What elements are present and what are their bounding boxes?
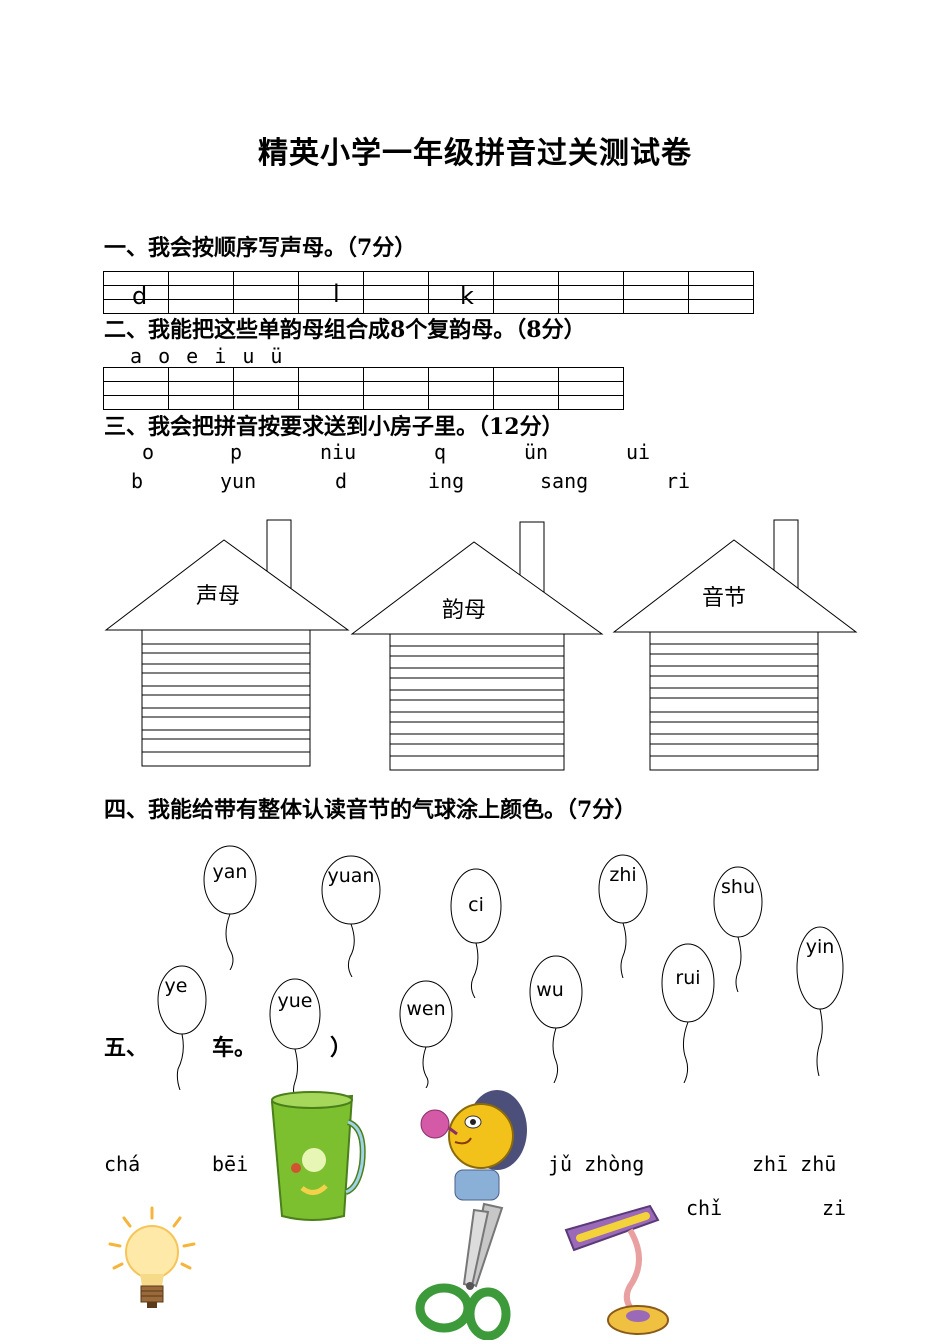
pinyin-bei: bēi: [212, 1152, 249, 1176]
balloon-yue[interactable]: yue: [268, 978, 322, 1099]
pinyin-item: q: [434, 440, 447, 464]
scissors-image: [414, 1200, 514, 1344]
grid-letter-d: d: [132, 282, 148, 310]
balloon-label: shu: [721, 876, 755, 898]
balloon-label: ci: [468, 894, 484, 916]
pinyin-item: d: [335, 469, 348, 493]
house-label: 音节: [702, 586, 747, 611]
house-label: 声母: [196, 584, 241, 609]
section-5-heading-end: ）: [330, 1035, 353, 1061]
grid-1: [103, 271, 754, 314]
section-3-heading: 三、我会把拼音按要求送到小房子里。（12分）: [104, 414, 564, 440]
balloon-label: zhi: [609, 864, 637, 886]
house-yinjie: 音节: [612, 518, 858, 778]
pinyin-item: p: [230, 440, 243, 464]
balloon-label: wen: [406, 998, 446, 1020]
house-label: 韵母: [442, 598, 487, 623]
balloon-label: wu: [536, 979, 564, 1001]
pinyin-item: ui: [626, 440, 651, 464]
grid-letter-k: k: [460, 282, 474, 310]
house-yunmu: 韵母: [350, 520, 604, 778]
balloon-label: ye: [164, 975, 188, 997]
pinyin-zi: zi: [822, 1196, 847, 1220]
pinyin-item: niu: [320, 440, 357, 464]
balloon-yan[interactable]: yan: [202, 845, 258, 971]
balloon-yin[interactable]: yin: [795, 926, 845, 1077]
page-title: 精英小学一年级拼音过关测试卷: [258, 136, 692, 171]
section-5-heading-prefix: 五、: [104, 1035, 149, 1061]
light-bulb-image: [104, 1206, 202, 1318]
balloon-label: rui: [675, 967, 701, 989]
pinyin-item: ün: [524, 440, 549, 464]
grid-letter-l: l: [333, 280, 340, 308]
balloon-ye[interactable]: ye: [156, 965, 208, 1091]
balloon-shu[interactable]: shu: [712, 866, 764, 993]
pinyin-zhi-zhu: zhī zhū: [752, 1152, 837, 1176]
vowel-list: a o e i u ü: [130, 344, 283, 368]
balloon-label: yan: [212, 861, 248, 883]
balloon-yuan[interactable]: yuan: [320, 855, 382, 978]
desk-lamp-image: [560, 1200, 670, 1344]
balloon-label: yin: [805, 936, 835, 958]
section-4-heading: 四、我能给带有整体认读音节的气球涂上颜色。（7分）: [104, 797, 637, 823]
pinyin-item: o: [142, 440, 155, 464]
pinyin-item: b: [131, 469, 144, 493]
pinyin-chi: chǐ: [686, 1196, 723, 1220]
balloon-wen[interactable]: wen: [398, 980, 454, 1089]
balloon-ci[interactable]: ci: [449, 868, 503, 999]
cup-image: [266, 1088, 366, 1228]
section-2-heading: 二、我能把这些单韵母组合成8个复韵母。（8分）: [104, 317, 586, 343]
grid-2: [103, 367, 624, 410]
pinyin-item: yun: [220, 469, 257, 493]
house-shengmu: 声母: [104, 518, 350, 774]
pinyin-item: sang: [540, 469, 589, 493]
pinyin-item: ing: [428, 469, 465, 493]
balloon-zhi[interactable]: zhi: [597, 854, 649, 979]
balloon-wu[interactable]: wu: [528, 955, 584, 1084]
section-1-heading: 一、我会按顺序写声母。（7分）: [104, 235, 417, 261]
balloon-rui[interactable]: rui: [660, 943, 716, 1084]
section-5-heading-mid: 车。: [212, 1035, 257, 1061]
pinyin-item: ri: [666, 469, 691, 493]
pinyin-ju-zhong: jǔ zhòng: [548, 1152, 645, 1176]
pinyin-cha: chá: [104, 1152, 141, 1176]
cartoon-character-image: [415, 1084, 530, 1206]
balloon-label: yuan: [327, 865, 375, 887]
balloon-label: yue: [277, 990, 313, 1012]
